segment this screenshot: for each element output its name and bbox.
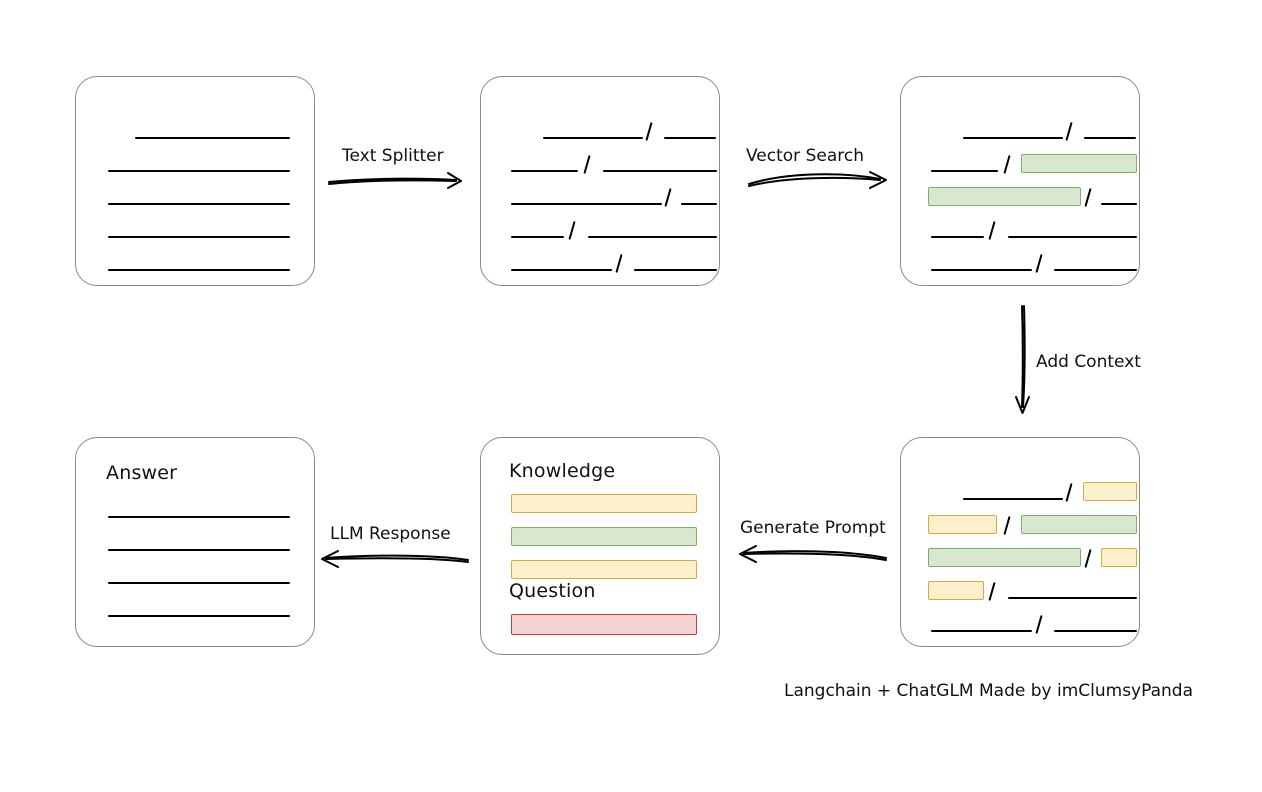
text-line (1008, 597, 1137, 599)
chunk-separator-slash (615, 254, 623, 273)
edge-vector-search-arrow (748, 171, 887, 189)
edge-add-context-arrow (1015, 305, 1030, 414)
text-line (931, 170, 998, 172)
edge-llm-response-label: LLM Response (330, 524, 451, 544)
edge-generate-prompt-arrow (739, 545, 887, 563)
text-line (603, 170, 717, 172)
text-line (963, 498, 1063, 500)
text-line (108, 516, 290, 518)
highlight-chunk-green (928, 187, 1081, 206)
text-line (1054, 269, 1137, 271)
generated-prompt-box[interactable]: Knowledge Question (480, 437, 720, 655)
text-line (588, 236, 717, 238)
edge-llm-response-arrow (321, 550, 469, 568)
knowledge-chunk-yellow (511, 494, 697, 513)
source-document-box[interactable] (75, 76, 315, 286)
text-line (931, 236, 984, 238)
highlight-chunk-green (1021, 154, 1137, 173)
text-line (108, 170, 290, 172)
edge-vector-search-label: Vector Search (746, 146, 864, 166)
text-line (931, 630, 1032, 632)
chunk-separator-slash (583, 155, 591, 174)
question-label: Question (509, 580, 596, 602)
text-line (543, 137, 643, 139)
text-line (108, 203, 290, 205)
chunk-separator-slash (1084, 549, 1092, 568)
vector-search-results-box[interactable] (900, 76, 1140, 286)
text-line (931, 269, 1032, 271)
question-chunk-red (511, 614, 697, 635)
highlight-chunk-green (1021, 515, 1137, 534)
text-line (108, 269, 290, 271)
knowledge-chunk-yellow (511, 560, 697, 579)
answer-label: Answer (106, 462, 178, 484)
highlight-chunk-yellow (928, 515, 997, 534)
answer-document-box[interactable]: Answer (75, 437, 315, 647)
text-line (511, 269, 612, 271)
text-line (664, 137, 716, 139)
text-line (1084, 137, 1136, 139)
text-line (681, 203, 717, 205)
text-line (634, 269, 717, 271)
edge-add-context-label: Add Context (1036, 352, 1141, 372)
highlight-chunk-green (928, 548, 1081, 567)
chunk-separator-slash (1003, 155, 1011, 174)
text-line (108, 549, 290, 551)
chunk-separator-slash (1035, 615, 1043, 634)
edge-generate-prompt-label: Generate Prompt (740, 518, 886, 538)
chunk-separator-slash (988, 221, 996, 240)
text-line (511, 236, 564, 238)
text-line (1101, 203, 1137, 205)
chunk-separator-slash (1065, 122, 1073, 141)
text-line (108, 236, 290, 238)
text-line (1008, 236, 1137, 238)
knowledge-chunk-green (511, 527, 697, 546)
text-line (1054, 630, 1137, 632)
edge-text-splitter-arrow (328, 172, 462, 189)
text-line (108, 615, 290, 617)
chunk-separator-slash (1084, 188, 1092, 207)
text-line (135, 137, 290, 139)
text-line (511, 170, 578, 172)
text-line (108, 582, 290, 584)
highlight-chunk-yellow (1083, 482, 1137, 501)
highlight-chunk-yellow (1101, 548, 1137, 567)
chunk-separator-slash (988, 582, 996, 601)
split-text-chunks-box[interactable] (480, 76, 720, 286)
context-added-chunks-box[interactable] (900, 437, 1140, 647)
text-line (511, 203, 662, 205)
knowledge-label: Knowledge (509, 460, 616, 482)
chunk-separator-slash (1035, 254, 1043, 273)
chunk-separator-slash (568, 221, 576, 240)
chunk-separator-slash (645, 122, 653, 141)
chunk-separator-slash (1065, 483, 1073, 502)
edge-text-splitter-label: Text Splitter (342, 146, 444, 166)
text-line (963, 137, 1063, 139)
footer-credit: Langchain + ChatGLM Made by imClumsyPand… (784, 681, 1193, 701)
highlight-chunk-yellow (928, 581, 984, 600)
chunk-separator-slash (664, 188, 672, 207)
chunk-separator-slash (1003, 516, 1011, 535)
